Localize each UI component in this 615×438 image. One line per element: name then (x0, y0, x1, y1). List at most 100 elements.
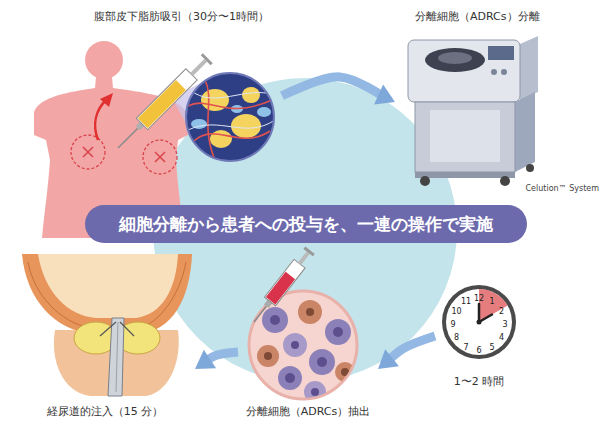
celution-machine (500, 176, 510, 186)
tissue-zoom (186, 73, 274, 161)
cell-view (249, 291, 357, 399)
tissue-zoom (186, 73, 275, 161)
cell-view (283, 333, 307, 357)
tissue-zoom (257, 107, 271, 117)
arrow-head (374, 85, 395, 105)
patient-figure (95, 100, 106, 140)
banner-text: 細胞分離から患者への投与を、一連の操作で実施 (119, 214, 493, 234)
tissue-zoom (231, 114, 261, 138)
clock-number-slot: 7 (456, 339, 476, 351)
urology-section (116, 322, 118, 392)
clock-number: 4 (499, 333, 504, 342)
arrow-head (378, 349, 399, 369)
step-figure: 分離細胞（ADRCs）抽出 (238, 250, 378, 420)
urology-section (108, 318, 124, 396)
celution-machine (520, 36, 538, 100)
clock-figure: 1〜2 時間 (435, 282, 523, 390)
step-figure: 分離細胞（ADRCs）分離 Celution™ System (395, 8, 601, 196)
cell-syringe (254, 306, 266, 322)
clock-number: 10 (451, 307, 461, 316)
cell-view (257, 345, 279, 367)
clock-number: 2 (499, 307, 504, 316)
urology-section (22, 254, 192, 396)
urology-section (22, 254, 192, 334)
tissue-zoom (188, 90, 275, 130)
flow-arrow (282, 77, 395, 105)
clock-number: 6 (476, 346, 481, 355)
clock-number-slot: 8 (446, 329, 466, 341)
fat-syringe (138, 80, 186, 128)
step-figure: 腹部皮下脂肪吸引（30分〜1時間） (20, 8, 282, 203)
cell-view (311, 388, 319, 396)
clock-number-slot: 9 (443, 316, 463, 328)
celution-machine (415, 102, 515, 172)
cell-view (333, 327, 343, 337)
cell-view (262, 307, 288, 333)
clock-number-slot: 1 (482, 293, 502, 305)
cell-view (257, 300, 355, 403)
cell-view (335, 362, 355, 382)
tissue-zoom (210, 130, 232, 148)
celution-machine (526, 164, 534, 172)
cell-view (278, 366, 302, 390)
cell-syringe (298, 251, 310, 264)
cell-view (270, 315, 280, 325)
patient-figure (100, 93, 113, 107)
clock-number: 12 (474, 294, 484, 303)
urology-section (120, 322, 134, 336)
cell-view (306, 308, 314, 316)
clock-number-slot: 4 (492, 329, 512, 341)
celution-machine (438, 52, 472, 64)
urology-section (38, 254, 178, 318)
device-name: Celution™ System (526, 184, 600, 194)
cell-view (325, 319, 351, 345)
clock-number-slot: 2 (492, 303, 512, 315)
celution-machine (515, 92, 535, 172)
fat-syringe (190, 59, 207, 76)
cell-syringe (303, 247, 314, 257)
cell-view (341, 368, 349, 376)
tissue-zoom (188, 80, 272, 160)
urology-section (100, 322, 116, 336)
cell-syringe (266, 272, 295, 305)
patient-figure (85, 41, 123, 79)
cell-syringe (264, 259, 305, 305)
celution-machine (425, 48, 485, 72)
clock-number-slot: 12 (469, 290, 489, 302)
patient-figure (83, 147, 165, 162)
celution-machine (488, 46, 514, 60)
tissue-zoom (188, 80, 275, 160)
celution-machine (408, 36, 538, 186)
flow-arrow (195, 350, 238, 369)
step-caption: 腹部皮下脂肪吸引（30分〜1時間） (94, 10, 269, 23)
clock-number: 3 (502, 320, 507, 329)
clock-icon (446, 289, 512, 355)
clock-number-slot: 3 (495, 316, 515, 328)
step-caption: 分離細胞（ADRCs）抽出 (246, 405, 371, 418)
clock-number-slot: 11 (456, 293, 476, 305)
celution-machine (415, 172, 515, 178)
clock-icon (442, 285, 516, 359)
cell-syringe (248, 246, 315, 326)
celution-machine (430, 110, 500, 162)
fat-syringe (201, 53, 213, 65)
clock-number: 9 (450, 320, 455, 329)
cell-view (249, 291, 357, 403)
celution-machine (501, 69, 507, 75)
cell-view (291, 341, 299, 349)
clock-number-slot: 6 (469, 342, 489, 354)
clock-icon (442, 285, 516, 359)
urology-section (28, 262, 186, 328)
cell-view (304, 381, 326, 403)
fat-syringe (118, 128, 138, 148)
summary-banner: 細胞分離から患者への投与を、一連の操作で実施 (85, 205, 527, 243)
cell-view (309, 349, 335, 375)
celution-machine (408, 40, 520, 102)
step-figure: 経尿道的注入（15 分） (15, 250, 195, 420)
arrow-head (195, 350, 216, 369)
clock-number: 7 (463, 343, 468, 352)
step-caption: 分離細胞（ADRCs）分離 (415, 10, 540, 23)
clock-number-slot: 5 (482, 339, 502, 351)
